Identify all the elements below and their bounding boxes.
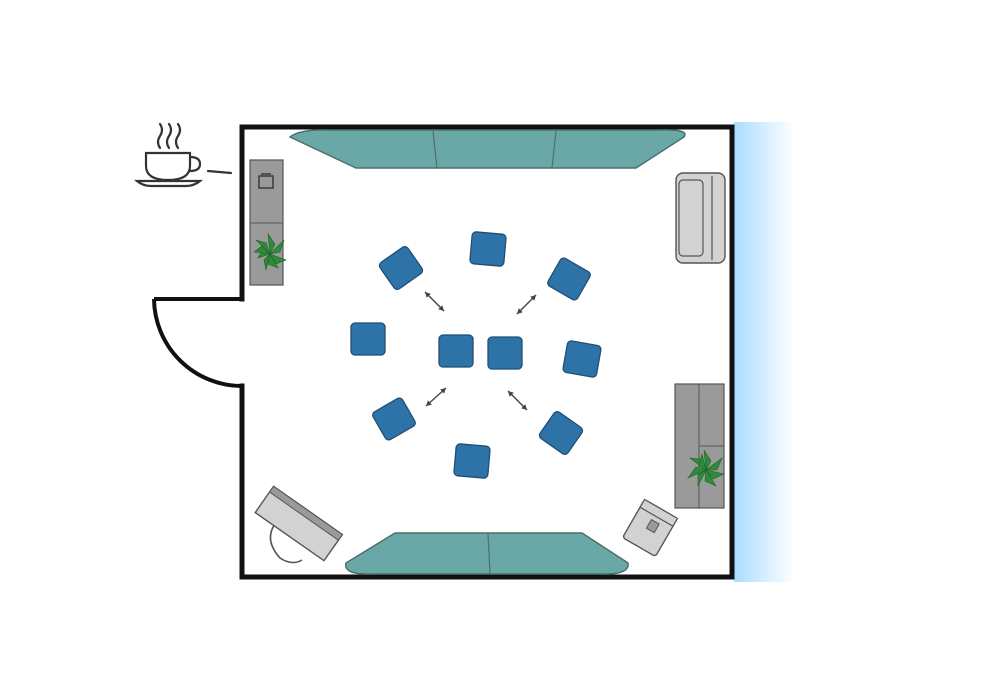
armchair-seat [678, 179, 704, 257]
sofa-bottom-body [345, 532, 629, 575]
floor-cushion[interactable] [546, 257, 591, 302]
center-cushion[interactable] [438, 334, 474, 368]
floor-cushion[interactable] [378, 245, 424, 291]
coffee-machine-icon [258, 173, 274, 189]
armchair-icon[interactable] [675, 172, 726, 264]
floor-seating-group [350, 231, 602, 479]
left-sideboard[interactable] [249, 159, 287, 286]
door-swing-icon[interactable] [152, 297, 243, 388]
desk-chair-back [268, 485, 344, 541]
sofa-bottom[interactable] [345, 532, 629, 575]
window-light-strip [734, 122, 794, 582]
room-walls [239, 124, 735, 580]
floor-cushion[interactable] [453, 443, 491, 479]
plant-icon [253, 232, 287, 271]
sofa-top[interactable] [288, 129, 686, 169]
floor-cushion[interactable] [562, 340, 602, 378]
side-chair-armrest [645, 518, 660, 534]
cup-handle [188, 155, 202, 173]
floor-cushion[interactable] [538, 410, 584, 456]
plant-icon [687, 449, 725, 487]
floor-cushion[interactable] [350, 322, 386, 356]
steam-3 [174, 122, 182, 150]
floor-cushion[interactable] [371, 397, 416, 442]
coffee-cup-icon [133, 122, 233, 188]
center-cushion[interactable] [487, 336, 523, 370]
sofa-top-seam-1 [432, 130, 438, 169]
side-chair-back [639, 498, 679, 528]
steam-1 [156, 122, 164, 150]
side-chair-icon[interactable] [622, 498, 679, 557]
double-arrow-icon [424, 291, 445, 312]
right-sideboard[interactable] [674, 383, 725, 509]
desk-chair-arm-curve [269, 519, 303, 564]
sofa-top-body [288, 129, 686, 169]
cup-pointer-line [206, 169, 233, 175]
sofa-top-seam-2 [551, 130, 557, 169]
double-arrow-icon [507, 390, 528, 411]
cup-body [144, 151, 192, 182]
double-arrow-icon [516, 294, 537, 315]
machine-body [258, 175, 274, 189]
door-arc [152, 298, 243, 388]
steam-2 [165, 122, 173, 150]
cup-saucer [133, 179, 204, 188]
floor-cushion[interactable] [469, 231, 507, 267]
desk-chair-icon[interactable] [254, 485, 344, 564]
double-arrow-icon [425, 387, 447, 407]
interaction-arrows [424, 291, 537, 411]
sofa-bottom-seam [487, 532, 491, 575]
